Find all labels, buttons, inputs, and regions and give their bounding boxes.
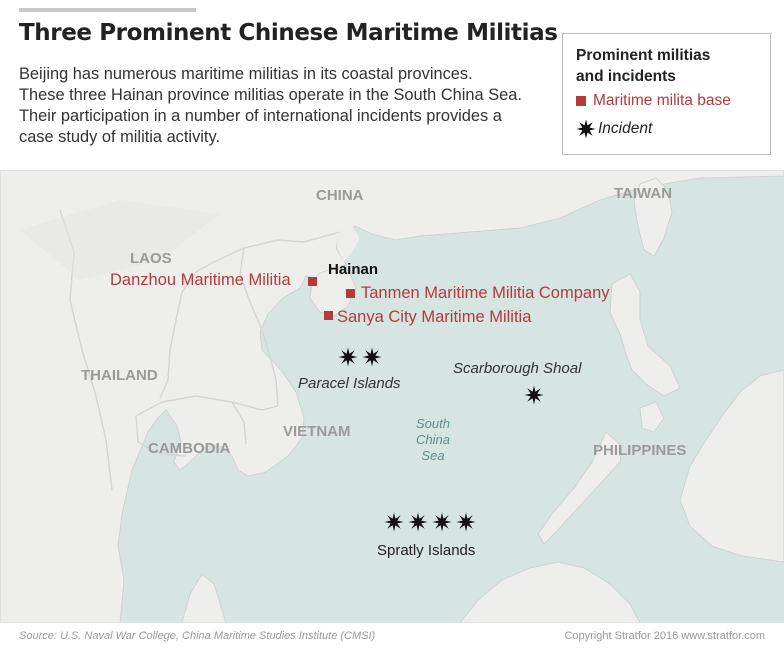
legend-incident-label: Incident	[598, 120, 653, 137]
legend-title-line: Prominent militias	[576, 47, 711, 64]
palawan-island	[537, 431, 623, 545]
burst-star-icon	[338, 347, 358, 367]
label-cambodia: CAMBODIA	[148, 440, 231, 457]
intro-line: Their participation in a number of inter…	[19, 107, 502, 125]
sea-label-line: Sea	[421, 448, 445, 463]
label-laos: LAOS	[130, 250, 172, 267]
legend-title-line: and incidents	[576, 68, 676, 85]
label-hainan: Hainan	[328, 261, 379, 278]
intro-line: These three Hainan province militias ope…	[19, 86, 522, 104]
legend-item-incident: Incident	[576, 119, 652, 139]
hainan-island	[309, 267, 357, 317]
copyright-credit: Copyright Stratfor 2016 www.stratfor.com	[564, 630, 765, 642]
visayas-mindanao	[679, 369, 784, 563]
militia-base-danzhou	[308, 277, 317, 286]
sea-label-line: China	[416, 432, 450, 447]
inland-shading	[20, 200, 220, 280]
taiwan-island	[633, 177, 673, 257]
incident-marker-paracel	[362, 347, 382, 367]
label-spratly-islands: Spratly Islands	[377, 542, 476, 559]
intro-line: case study of militia activity.	[19, 128, 221, 146]
border-laos-vietnam	[239, 247, 279, 407]
incident-marker-scarborough	[524, 385, 544, 405]
incident-marker-spratly	[408, 512, 428, 532]
incident-marker-spratly	[384, 512, 404, 532]
border-china-vietnam	[195, 231, 341, 273]
label-china: CHINA	[316, 187, 364, 204]
mainland-landmass	[0, 170, 784, 623]
incident-marker-spratly	[432, 512, 452, 532]
sea-label-line: South	[416, 416, 450, 431]
label-sanya-militia: Sanya City Maritime Militia	[337, 308, 532, 326]
legend-title: Prominent militias and incidents	[576, 45, 710, 87]
legend-item-base: Maritime milita base	[576, 92, 731, 110]
legend-base-label: Maritime milita base	[593, 92, 731, 109]
page-title: Three Prominent Chinese Maritime Militia…	[19, 20, 558, 46]
malay-peninsula	[181, 573, 227, 623]
label-paracel-islands: Paracel Islands	[298, 375, 401, 392]
map-legend: Prominent militias and incidents Maritim…	[562, 33, 771, 155]
incident-marker-paracel	[338, 347, 358, 367]
border-cambodia	[135, 395, 279, 457]
luzon-island	[609, 273, 681, 397]
border-laos-west	[159, 271, 197, 399]
label-scarborough-shoal: Scarborough Shoal	[453, 360, 582, 377]
mindoro-island	[639, 401, 665, 433]
base-map-svg	[0, 170, 784, 623]
burst-star-icon	[384, 512, 404, 532]
source-credit: Source: U.S. Naval War College, China Ma…	[19, 630, 376, 642]
label-south-china-sea: South China Sea	[416, 416, 450, 464]
incident-marker-spratly	[456, 512, 476, 532]
label-philippines: PHILIPPINES	[593, 442, 687, 459]
burst-star-icon	[524, 385, 544, 405]
top-rule	[19, 8, 196, 12]
borneo-island	[459, 561, 641, 623]
label-tanmen-militia: Tanmen Maritime Militia Company	[361, 284, 610, 302]
leizhou-peninsula	[336, 226, 360, 262]
militia-base-tanmen	[346, 289, 355, 298]
map-area: CHINA TAIWAN LAOS THAILAND CAMBODIA VIET…	[0, 170, 784, 623]
burst-star-icon	[432, 512, 452, 532]
intro-line: Beijing has numerous maritime militias i…	[19, 65, 473, 83]
burst-star-icon	[408, 512, 428, 532]
intro-text: Beijing has numerous maritime militias i…	[19, 64, 549, 148]
label-vietnam: VIETNAM	[283, 423, 351, 440]
burst-star-icon	[576, 119, 596, 139]
burst-star-icon	[456, 512, 476, 532]
label-danzhou-militia: Danzhou Maritime Militia	[110, 271, 291, 289]
square-icon	[576, 96, 586, 106]
label-thailand: THAILAND	[81, 367, 158, 384]
label-taiwan: TAIWAN	[614, 185, 673, 202]
burst-star-icon	[362, 347, 382, 367]
militia-base-sanya	[324, 311, 333, 320]
